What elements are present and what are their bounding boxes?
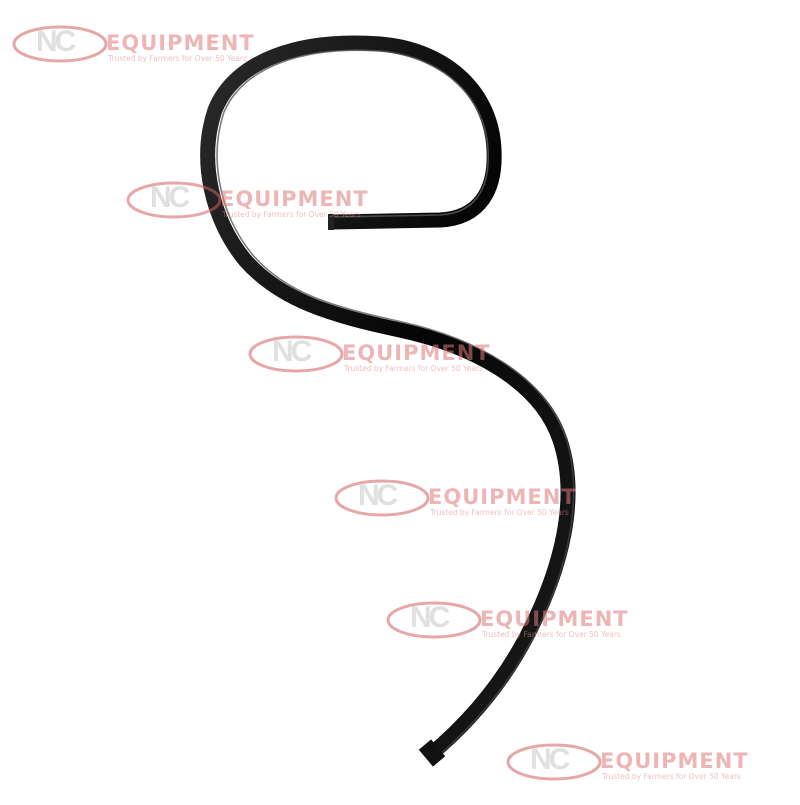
watermark-tagline: Trusted by Farmers for Over 50 Years — [430, 508, 569, 517]
watermark-tagline: Trusted by Farmers for Over 50 Years — [602, 772, 741, 781]
watermark-logo: NC EQUIPMENT Trusted by Farmers for Over… — [504, 740, 794, 788]
watermark-logo: NC EQUIPMENT Trusted by Farmers for Over… — [10, 22, 300, 70]
watermark-logo: NC EQUIPMENT Trusted by Farmers for Over… — [246, 332, 536, 380]
watermark-brand: EQUIPMENT — [428, 485, 577, 509]
watermark-nc: NC — [530, 743, 570, 776]
watermark-nc: NC — [358, 479, 398, 512]
watermark-logo: NC EQUIPMENT Trusted by Farmers for Over… — [384, 598, 674, 646]
swoosh-icon — [386, 601, 482, 639]
tine-body — [200, 35, 576, 761]
swoosh-icon — [334, 479, 430, 517]
watermark-nc: NC — [150, 181, 190, 214]
watermark-tagline: Trusted by Farmers for Over 50 Years — [108, 54, 247, 63]
watermark-logo: NC EQUIPMENT Trusted by Farmers for Over… — [124, 178, 414, 226]
watermark-brand: EQUIPMENT — [342, 341, 491, 365]
watermark-tagline: Trusted by Farmers for Over 50 Years — [482, 630, 621, 639]
watermark-nc: NC — [36, 25, 76, 58]
watermark-tagline: Trusted by Farmers for Over 50 Years — [344, 364, 483, 373]
watermark-brand: EQUIPMENT — [480, 607, 629, 631]
watermark-nc: NC — [410, 601, 450, 634]
watermark-brand: EQUIPMENT — [106, 31, 255, 55]
swoosh-icon — [126, 181, 222, 219]
watermark-nc: NC — [272, 335, 312, 368]
watermark-tagline: Trusted by Farmers for Over 50 Years — [222, 210, 361, 219]
tine-highlight — [216, 49, 567, 439]
watermark-logo: NC EQUIPMENT Trusted by Farmers for Over… — [332, 476, 622, 524]
swoosh-icon — [506, 743, 602, 781]
swoosh-icon — [12, 25, 108, 63]
watermark-brand: EQUIPMENT — [220, 187, 369, 211]
watermark-brand: EQUIPMENT — [600, 749, 749, 773]
swoosh-icon — [248, 335, 344, 373]
